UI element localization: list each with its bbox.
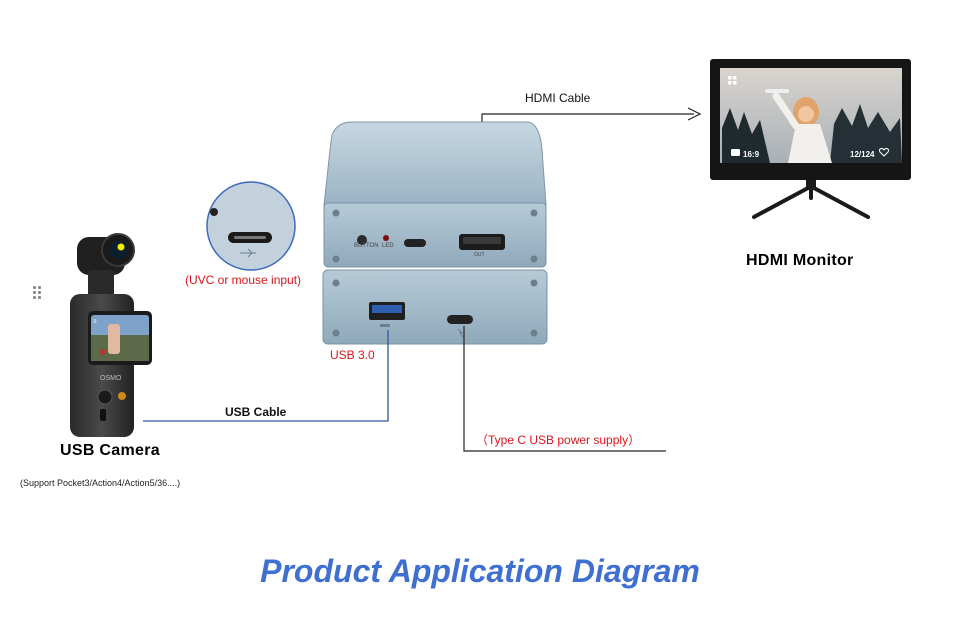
usb-camera-illustration: ≡ OSMO xyxy=(70,233,152,437)
converter-box-top xyxy=(323,121,547,268)
hdmi-cable-label: HDMI Cable xyxy=(525,91,591,105)
out-marking: OUT xyxy=(474,252,485,258)
typec-port-top xyxy=(404,239,426,247)
uvc-input-label: (UVC or mouse input) xyxy=(185,273,302,287)
led-marking: LED xyxy=(382,243,394,249)
button-hole xyxy=(357,235,367,245)
typec-power-label: （Type C USB power supply） xyxy=(476,433,641,447)
usb-cable-line xyxy=(143,330,389,422)
hdmi-monitor-illustration: 16:9 12/124 xyxy=(710,59,911,219)
monitor-ratio-text: 16:9 xyxy=(743,150,760,159)
converter-box-bottom xyxy=(322,269,548,345)
usb-cable-label: USB Cable xyxy=(225,405,287,419)
typec-zoom-bubble xyxy=(206,181,296,271)
monitor-counter-text: 12/124 xyxy=(850,150,875,159)
button-marking: BUTTON xyxy=(354,243,379,249)
support-note: (Support Pocket3/Action4/Action5/36....) xyxy=(20,478,181,488)
typec-power-port xyxy=(447,315,473,324)
led-indicator xyxy=(383,235,389,241)
camera-brand-text: OSMO xyxy=(100,375,122,382)
hdmi-monitor-label: HDMI Monitor xyxy=(746,252,854,269)
usb-camera-label: USB Camera xyxy=(60,442,160,459)
usb30-label: USB 3.0 xyxy=(330,348,375,362)
diagram-title: Product Application Diagram xyxy=(260,553,700,589)
camera-screen-text: ≡ xyxy=(93,319,97,325)
drag-handle-icon[interactable] xyxy=(33,286,43,300)
typec-power-line xyxy=(463,326,666,452)
